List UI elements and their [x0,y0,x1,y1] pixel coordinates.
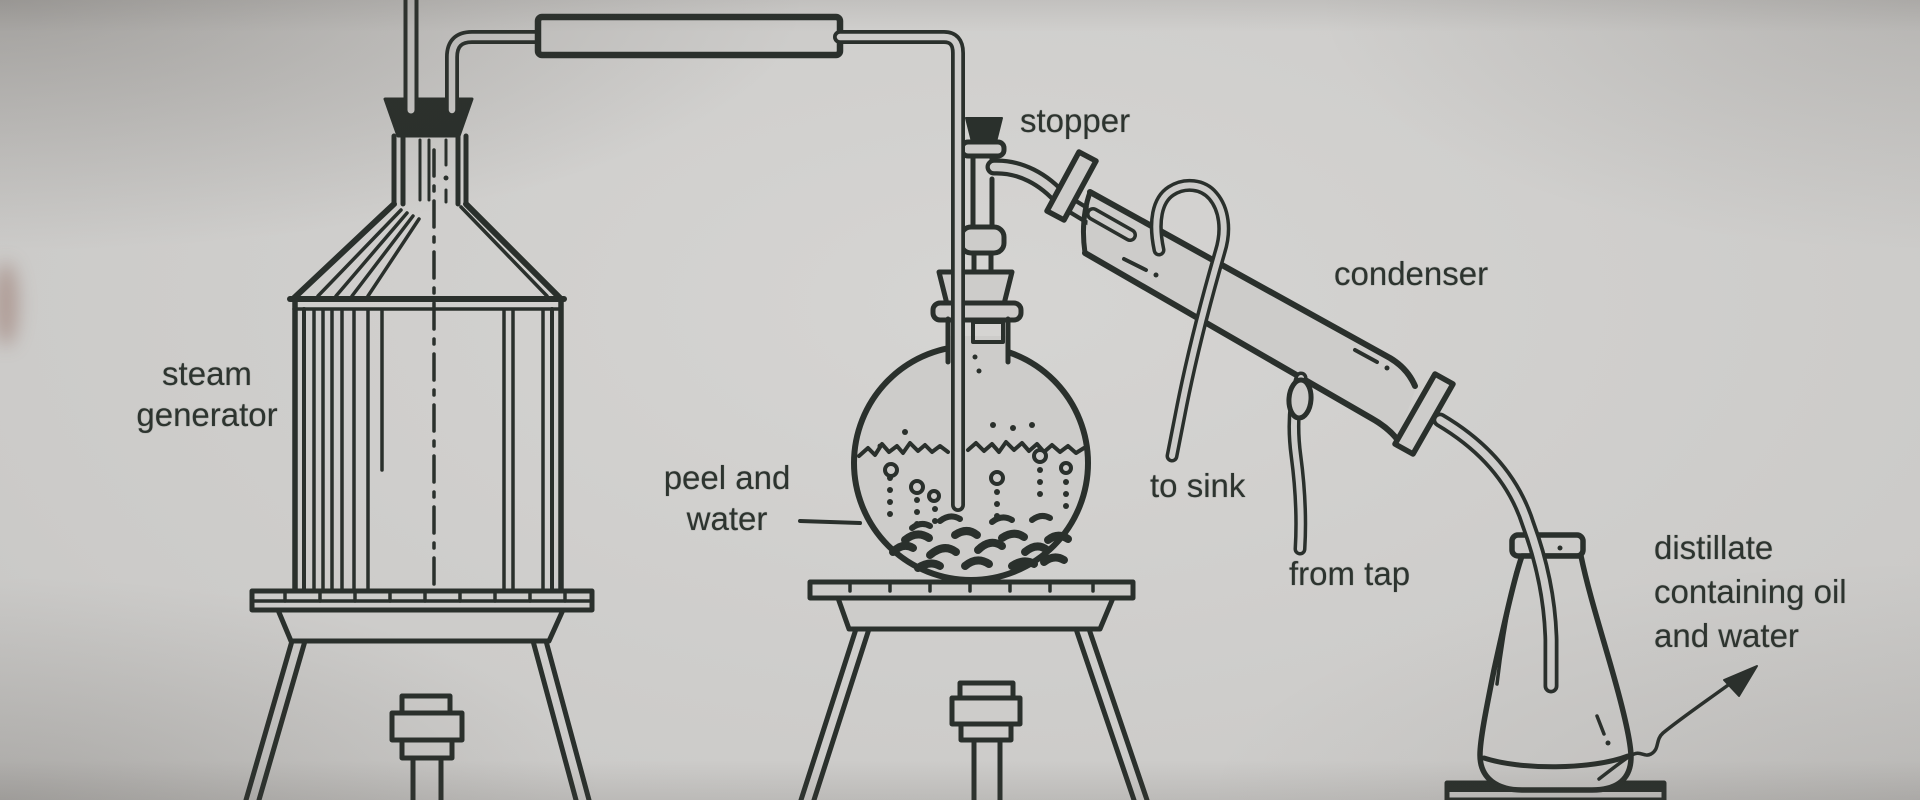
steam-trap-tube [534,13,844,59]
flask-stand [798,579,1150,800]
label-steam-generator: steam generator [136,353,277,435]
label-steam-generator-line1: steam [162,355,252,392]
distillate-arrow [1597,665,1758,781]
peel-label-leader [798,519,862,525]
flask-stand-legs [798,626,1150,800]
from-tap-hose [1286,371,1314,556]
arrowhead [1723,665,1758,697]
liquid-surface [857,441,950,458]
small-stopper-cap [965,117,1003,143]
label-peel-line2: water [686,500,768,537]
condenser-bottom-flange [1392,371,1456,457]
label-distillate: distillate containing oil and water [1654,526,1847,658]
peel-pieces [889,527,1072,572]
steam-delivery-tube-main [833,30,965,512]
label-steam-generator-line2: generator [136,396,278,433]
flask-burner [949,680,1023,800]
label-distillate-line1: distillate [1654,529,1774,566]
flask-stopper-shape [936,269,1015,307]
flask-contents [857,354,1086,572]
condenser-drawing [1044,149,1559,694]
generator-tripod-legs [243,638,592,800]
label-peel-line1: peel and [663,459,791,496]
label-stopper: stopper [1020,102,1131,139]
to-sink-hose [1149,178,1231,463]
steam-generator-drawing [243,97,595,800]
tap-hose-connector [1286,377,1314,421]
label-to-sink: to sink [1150,467,1246,504]
bubble-dots [877,354,1069,527]
label-from-tap: from tap [1289,555,1411,592]
generator-burner [389,693,465,800]
condenser-top-flange [1044,149,1099,223]
label-peel-and-water: peel and water [664,457,791,539]
label-distillate-line3: and water [1654,617,1799,654]
steam-delivery-tube-left [445,30,547,117]
condenser-exit-tube [1432,412,1559,694]
label-condenser: condenser [1334,255,1489,292]
label-distillate-line2: containing oil [1654,573,1847,610]
